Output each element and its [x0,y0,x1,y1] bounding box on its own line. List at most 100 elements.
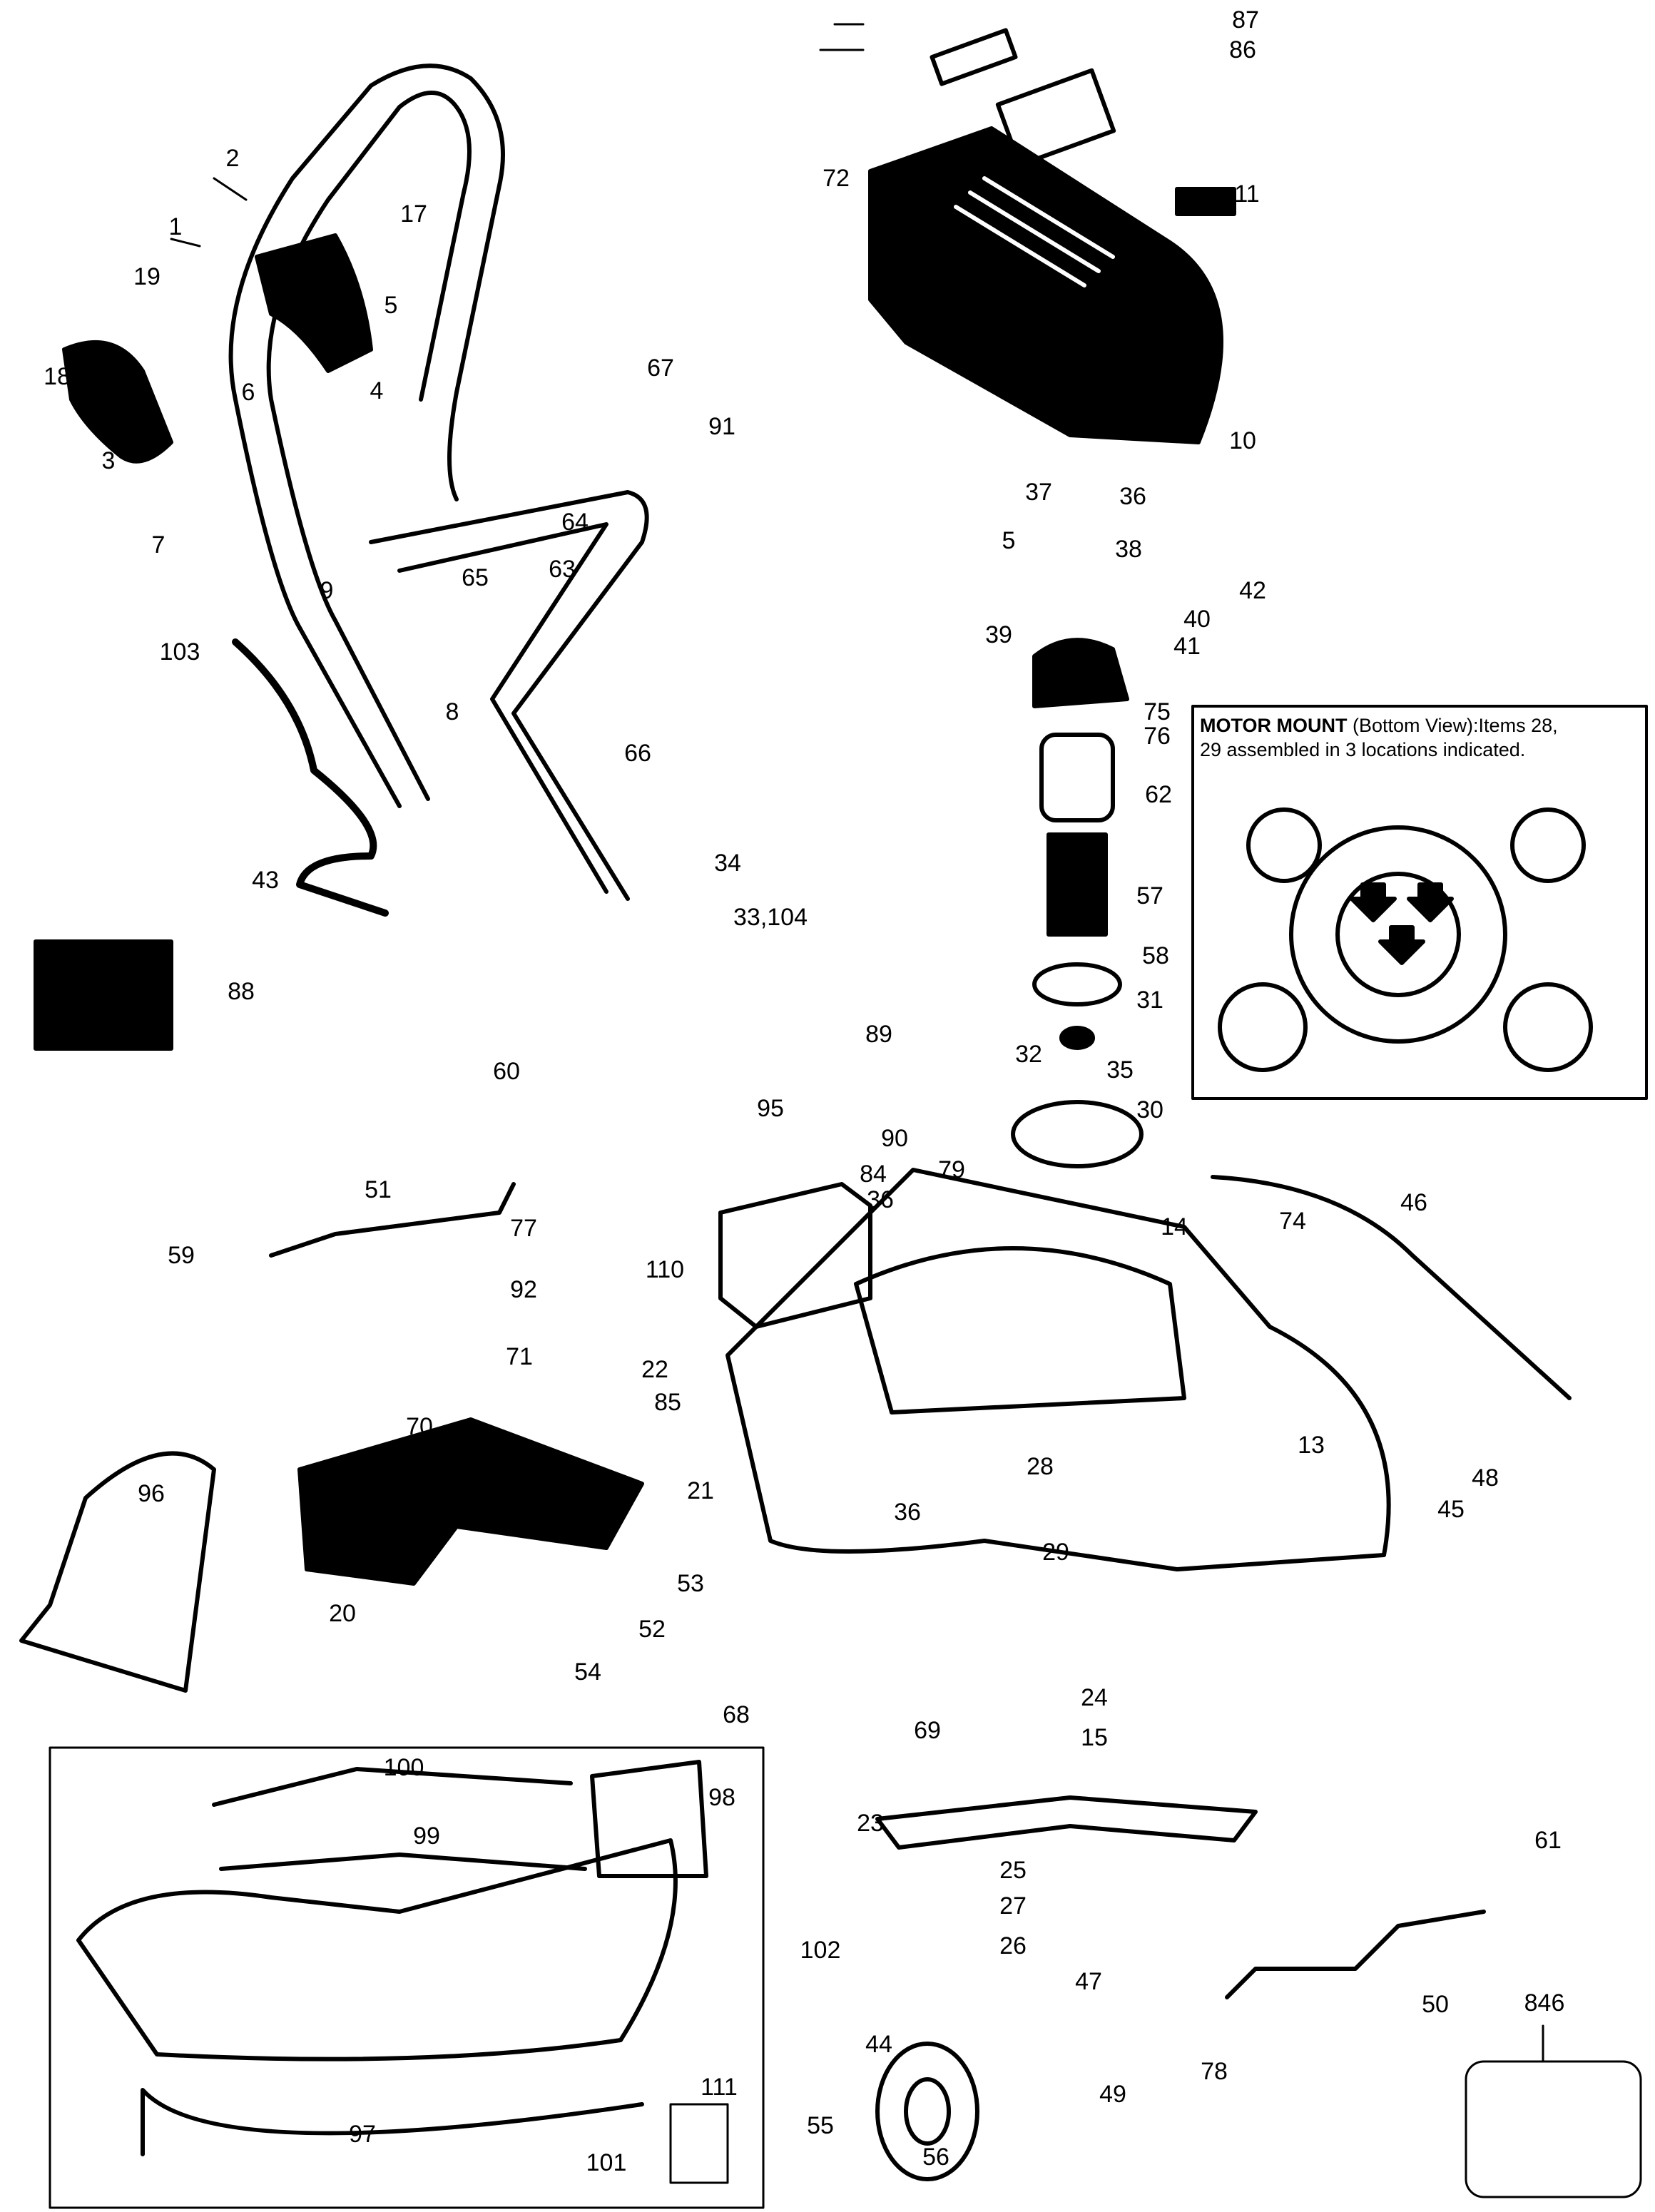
callout-label: 100 [383,1754,424,1781]
motor-housing-62 [1039,733,1115,822]
callout-label: 23 [857,1810,884,1837]
callout-label: 98 [708,1784,735,1811]
callout-label: 15 [1081,1724,1108,1751]
callout-label: 34 [714,850,741,877]
bag-kit-frame [49,1746,765,2209]
callout-label: 88 [228,978,255,1005]
kit-846-frame [1465,2060,1642,2198]
bag-rod-100 [212,1767,573,1807]
grass-deflector [297,1417,644,1586]
callout-label: 50 [1422,1991,1449,2018]
callout-label: 36 [894,1499,921,1526]
rear-flap-rod [1211,1175,1572,1400]
callout-label: 846 [1524,1989,1565,2017]
callout-label: 38 [1115,536,1142,563]
callout-label: 74 [1279,1208,1306,1235]
callout-label: 27 [999,1892,1027,1920]
callout-label: 6 [241,379,255,406]
inset-deck [1289,825,1507,1044]
callout-label: 25 [999,1857,1027,1884]
callout-label: 7 [151,531,166,559]
callout-label: 42 [1239,577,1266,604]
callout-label: 17 [400,200,427,228]
callout-label: 76 [1144,723,1171,750]
callout-label: 37 [1025,479,1052,506]
callout-label: 18 [44,363,71,390]
callout-label: 31 [1136,987,1163,1014]
inset-text-1: (Bottom View):Items 28, [1353,715,1558,736]
callout-label: 21 [687,1477,714,1504]
battery [718,1182,872,1329]
callout-label: 92 [510,1276,537,1303]
callout-label: 68 [723,1701,750,1728]
callout-label: 56 [922,2144,949,2171]
callout-label: 55 [807,2112,834,2139]
callout-label: 77 [510,1215,537,1242]
callout-label: 33,104 [733,904,808,931]
callout-label: 47 [1075,1968,1102,1995]
callout-label: 44 [865,2031,892,2058]
callout-label: 84 [860,1161,887,1188]
callout-label: 99 [413,1823,440,1850]
mower-deck [725,1168,1391,1571]
callout-label: 45 [1437,1496,1465,1523]
height-adjust-rod-51 [269,1182,516,1258]
callout-label: 35 [1106,1056,1134,1084]
callout-label: 24 [1081,1684,1108,1711]
cord [232,638,389,917]
callout-label: 43 [252,867,279,894]
callout-label: 110 [645,1256,685,1283]
inset-caption: MOTOR MOUNT (Bottom View):Items 28, 29 a… [1200,713,1642,762]
callout-label: 85 [654,1389,681,1416]
lower-handle [369,490,649,901]
grass-bag [76,1838,678,2061]
callout-label: 39 [985,621,1012,648]
callout-label: 29 [1042,1539,1069,1566]
callout-label: 67 [647,355,674,382]
armature-57 [1047,832,1108,937]
callout-label: 4 [370,377,384,404]
callout-label: 22 [641,1356,668,1383]
callout-label: 46 [1400,1189,1427,1216]
callout-label: 9 [320,577,334,604]
callout-label: 36 [1119,483,1146,510]
callout-label: 71 [506,1343,533,1370]
mount-30 [1011,1100,1144,1168]
callout-label: 95 [757,1095,784,1122]
callout-label: 53 [677,1570,704,1597]
callout-label: 40 [1183,606,1211,633]
callout-label: 66 [624,740,651,767]
deflector-96 [19,1451,216,1693]
callout-label: 72 [823,165,850,192]
callout-label: 20 [329,1600,356,1627]
callout-label: 63 [549,556,576,583]
item-111-frame [669,2103,729,2184]
callout-label: 59 [168,1242,195,1269]
callout-label: 8 [445,698,459,725]
callout-label: 30 [1136,1096,1163,1123]
inset-heading: MOTOR MOUNT [1200,715,1348,736]
callout-label: 58 [1142,942,1169,969]
lower-handle-inner [397,522,608,894]
callout-label: 102 [800,1937,841,1964]
wheel [875,2042,979,2181]
bag-rod-101 [141,2088,644,2156]
callout-label: 97 [349,2121,376,2148]
callout-label: 101 [586,2149,627,2176]
bearing-32 [1059,1026,1095,1050]
callout-label: 69 [914,1717,941,1744]
cover-vent [954,176,1115,287]
callout-label: 26 [999,1932,1027,1959]
callout-label: 13 [1298,1432,1325,1459]
motor-mount-inset [1193,706,1646,1099]
callout-label: 91 [708,413,735,440]
callout-label: 48 [1472,1464,1499,1492]
callout-label: 111 [701,2074,738,2101]
callout-label: 87 [1232,6,1259,34]
handle-bracket-3 [62,340,173,464]
callout-label: 14 [1161,1213,1188,1240]
callout-label: 89 [865,1021,892,1048]
label-plate [995,68,1116,168]
